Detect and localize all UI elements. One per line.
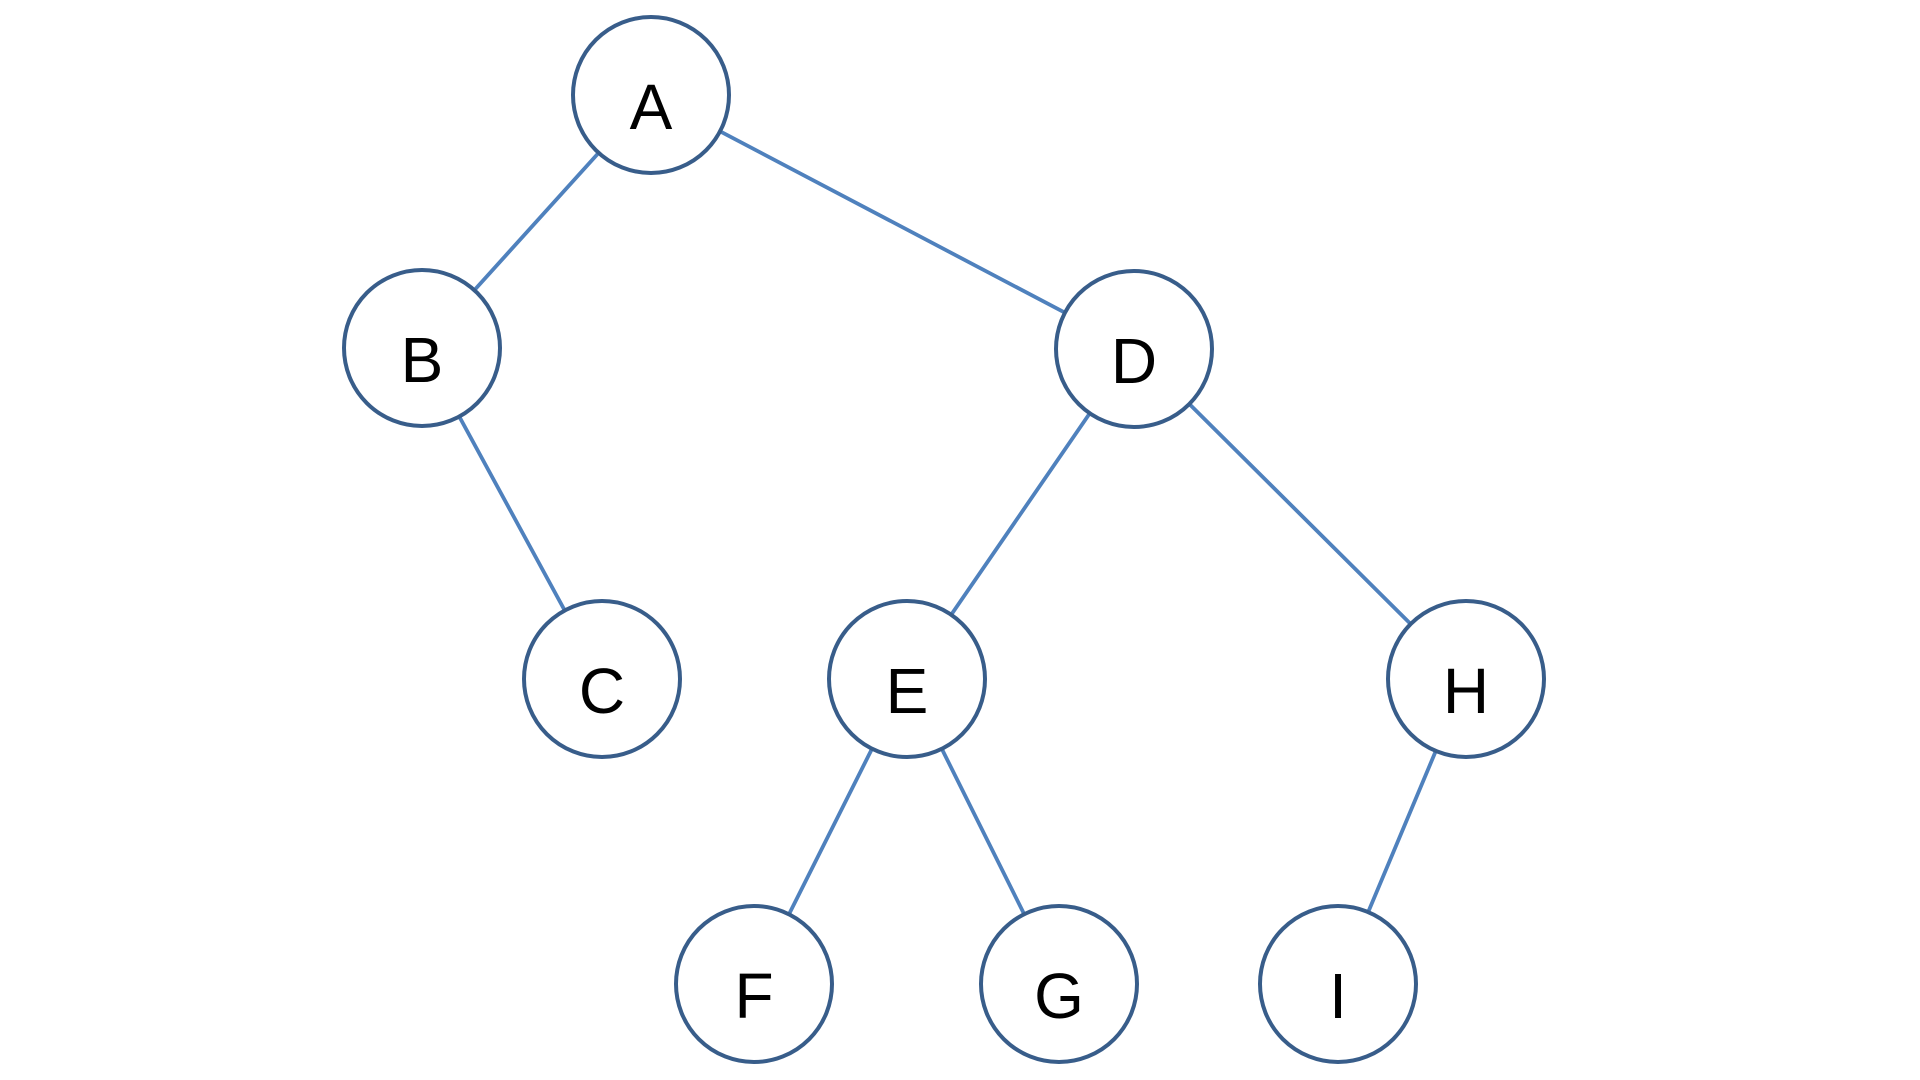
- node-B: B: [342, 268, 502, 428]
- node-circle-F: [674, 904, 834, 1064]
- node-label-G: G: [1034, 960, 1084, 1032]
- node-label-C: C: [579, 655, 625, 727]
- node-D: D: [1054, 269, 1214, 429]
- node-E: E: [827, 599, 987, 759]
- node-circle-G: [979, 904, 1139, 1064]
- node-label-F: F: [734, 960, 773, 1032]
- nodes-layer: A B D C E H F G I: [342, 15, 1546, 1064]
- edges-layer: [420, 93, 1468, 986]
- node-circle-A: [571, 15, 731, 175]
- node-circle-E: [827, 599, 987, 759]
- edge-A-D: [649, 93, 1136, 351]
- node-label-B: B: [401, 324, 444, 396]
- node-H: H: [1386, 599, 1546, 759]
- node-label-A: A: [630, 71, 673, 143]
- node-I: I: [1258, 904, 1418, 1064]
- node-C: C: [522, 599, 682, 759]
- node-F: F: [674, 904, 834, 1064]
- node-circle-B: [342, 268, 502, 428]
- node-circle-C: [522, 599, 682, 759]
- node-label-H: H: [1443, 655, 1489, 727]
- node-G: G: [979, 904, 1139, 1064]
- node-circle-I: [1258, 904, 1418, 1064]
- node-label-E: E: [886, 655, 929, 727]
- node-circle-D: [1054, 269, 1214, 429]
- node-label-I: I: [1329, 960, 1347, 1032]
- node-A: A: [571, 15, 731, 175]
- node-circle-H: [1386, 599, 1546, 759]
- node-label-D: D: [1111, 325, 1157, 397]
